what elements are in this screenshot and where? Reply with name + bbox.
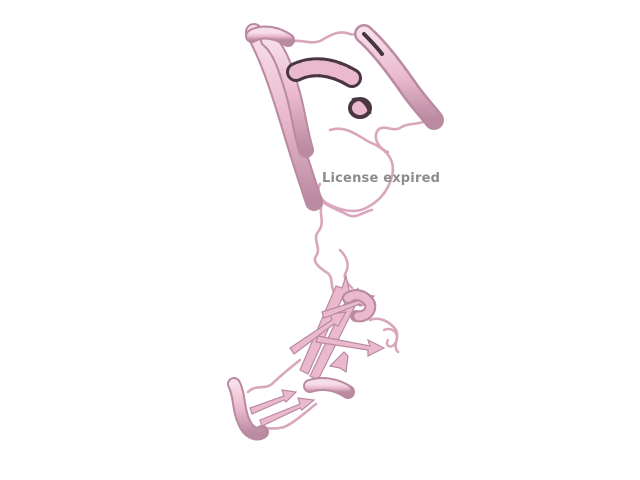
helix-lower-right — [342, 289, 377, 323]
license-watermark: License expired — [322, 171, 441, 186]
beta-strand — [328, 351, 349, 374]
beta-strand — [315, 335, 386, 357]
helix-right — [354, 24, 444, 130]
beta-strands — [249, 273, 386, 427]
helix-lower-middle — [303, 377, 355, 399]
coil-lower-right-loop — [382, 327, 399, 348]
coil-lower-right — [368, 317, 400, 354]
coil-top — [288, 26, 366, 44]
helix-top-horizontal — [245, 25, 295, 47]
beta-strand — [259, 397, 316, 427]
beta-strand — [289, 311, 348, 355]
helix-bundle-upper — [245, 23, 444, 211]
beta-strand — [249, 389, 298, 415]
coil-loops — [246, 26, 434, 432]
helix-left-inner — [260, 32, 314, 158]
coil-right-link — [374, 116, 434, 154]
beta-domain-lower — [227, 273, 399, 441]
helix-central-dark — [286, 57, 362, 88]
helix-left-long — [245, 23, 323, 211]
coil-lower-left — [246, 358, 302, 394]
coil-linker-down — [313, 202, 336, 294]
coil-middle-loop — [317, 127, 395, 213]
helix-bottom-left — [227, 377, 269, 441]
coil-mid-link — [316, 196, 374, 218]
helix-small-turn — [348, 97, 372, 119]
